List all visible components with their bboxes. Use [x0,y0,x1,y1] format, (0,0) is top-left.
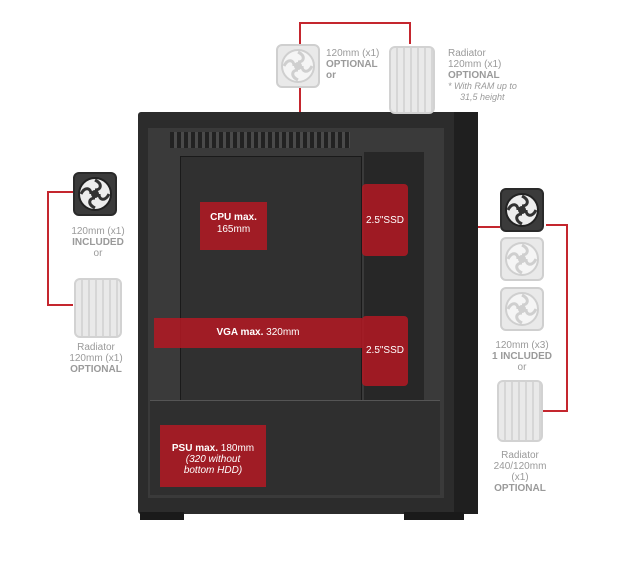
left-fan-icon [73,172,117,216]
top-rad-label-3: OPTIONAL [448,70,500,81]
left-rad-label-2: 120mm (x1) [69,353,123,364]
top-radiator-label: Radiator 120mm (x1) OPTIONAL * With RAM … [448,48,517,103]
top-rad-label-5: 31,5 height [460,92,505,102]
right-connector-bottom [540,410,568,412]
top-connector-bar [299,22,410,24]
motherboard-tray [180,156,362,418]
ssd-zone-bottom: 2.5"SSD [362,316,408,386]
psu-label-3: (320 without [185,454,241,465]
left-connector-bottom [47,304,73,306]
right-radiator-label: Radiator 240/120mm (x1) OPTIONAL [478,450,562,494]
psu-label-1: PSU max. [171,443,218,454]
right-fan-label-2: 1 INCLUDED [491,351,552,362]
right-fan-2-icon [500,237,544,281]
ssd-bottom-label: 2.5"SSD [365,345,404,356]
vga-label-2: 320mm [266,327,300,338]
psu-zone: PSU max. 180mm (320 without bottom HDD) [160,425,266,487]
right-rad-label-3: (x1) [511,472,529,483]
top-rad-label-2: 120mm (x1) [448,59,502,70]
left-fan-label-2: INCLUDED [72,237,124,248]
right-radiator-icon [497,380,543,442]
ssd-top-label: 2.5"SSD [365,215,404,226]
right-rad-label-1: Radiator [501,450,539,461]
cpu-zone: CPU max. 165mm [200,202,267,250]
right-fan-label: 120mm (x3) 1 INCLUDED or [482,340,562,373]
top-fan-icon [276,44,320,88]
right-fan-3-icon [500,287,544,331]
right-fan-1-icon [500,188,544,232]
left-fan-label-1: 120mm (x1) [71,226,125,237]
left-connector-top [47,191,73,193]
left-fan-label: 120mm (x1) INCLUDED or [58,226,138,259]
right-fan-label-3: or [517,362,527,373]
cpu-label-2: 165mm [216,224,251,235]
top-fan-label-1: 120mm (x1) [326,48,380,59]
left-radiator-icon [74,278,122,338]
right-connector-vertical [566,224,568,411]
top-connector-right [409,22,411,44]
vga-zone: VGA max. 320mm [154,318,362,348]
case-front-panel [454,112,478,514]
right-fan-label-1: 120mm (x3) [495,340,549,351]
right-rad-label-4: OPTIONAL [494,483,546,494]
left-radiator-label: Radiator 120mm (x1) OPTIONAL [56,342,136,375]
vga-label-1: VGA max. [216,327,264,338]
ssd-zone-top: 2.5"SSD [362,184,408,256]
psu-label-2: 180mm [220,443,255,454]
left-rad-label-3: OPTIONAL [70,364,122,375]
top-fan-label: 120mm (x1) OPTIONAL or [326,48,379,81]
cpu-label-1: CPU max. [210,212,257,223]
top-mesh [170,132,350,148]
top-rad-label-1: Radiator [448,48,486,59]
left-connector-vertical [47,191,49,305]
left-fan-label-3: or [93,248,103,259]
psu-label-4: bottom HDD) [183,465,243,476]
foot-left [140,512,184,520]
top-fan-label-3: or [326,70,336,81]
top-rad-label-4: * With RAM up to [448,81,517,91]
foot-right [404,512,464,520]
right-connector-top [546,224,567,226]
left-rad-label-1: Radiator [77,342,115,353]
right-rad-label-2: 240/120mm [493,461,547,472]
top-fan-label-2: OPTIONAL [326,59,378,70]
top-radiator-icon [389,46,435,114]
pc-case [138,112,478,520]
